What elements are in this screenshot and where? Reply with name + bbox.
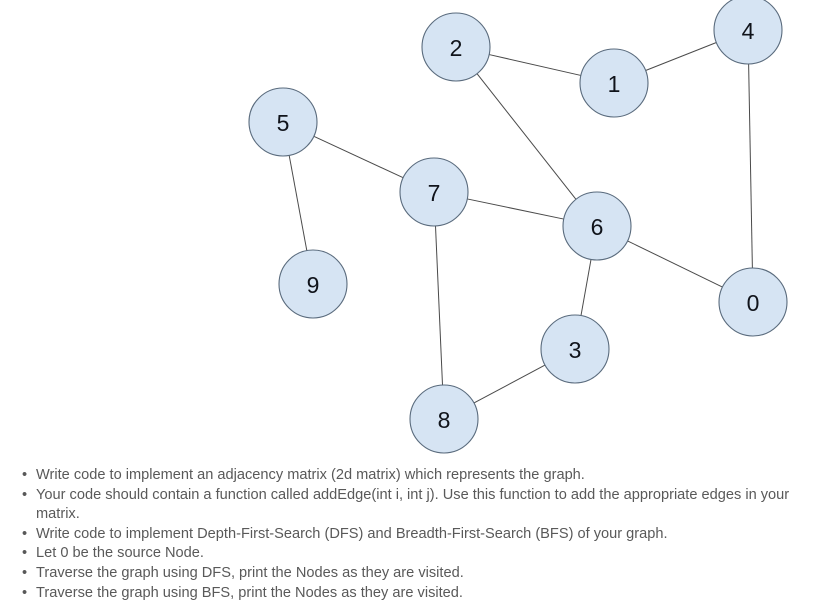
graph-edge-2-6 — [476, 73, 577, 200]
graph-node-label-2: 2 — [450, 35, 463, 61]
graph-node-circle-7[interactable] — [399, 157, 469, 227]
graph-node-8[interactable]: 8 — [409, 384, 479, 454]
graph-node-circle-8[interactable] — [409, 384, 479, 454]
graph-node-circle-4[interactable] — [713, 0, 783, 65]
instruction-item: Write code to implement Depth-First-Sear… — [22, 525, 796, 545]
graph-node-label-1: 1 — [608, 71, 621, 97]
graph-canvas: 0 1 2 3 4 5 6 7 8 9 — [248, 0, 788, 454]
graph-node-3[interactable]: 3 — [540, 314, 610, 384]
graph-node-circle-2[interactable] — [421, 12, 491, 82]
graph-node-2[interactable]: 2 — [421, 12, 491, 82]
graph-node-label-5: 5 — [277, 110, 290, 136]
graph-node-circle-1[interactable] — [579, 48, 649, 118]
graph-edge-1-4 — [645, 42, 717, 71]
graph-node-9[interactable]: 9 — [278, 249, 348, 319]
graph-node-label-7: 7 — [428, 180, 441, 206]
graph-edge-5-9 — [288, 155, 308, 251]
graph-edge-6-0 — [627, 240, 723, 288]
graph-edge-7-6 — [467, 198, 564, 220]
graph-edges-layer — [288, 42, 753, 404]
instructions-section: Write code to implement an adjacency mat… — [0, 466, 839, 603]
instruction-item: Traverse the graph using BFS, print the … — [22, 584, 796, 604]
graph-node-4[interactable]: 4 — [713, 0, 783, 65]
graph-edge-6-3 — [580, 259, 592, 316]
graph-edge-3-8 — [473, 364, 546, 404]
graph-node-5[interactable]: 5 — [248, 87, 318, 157]
graph-node-label-6: 6 — [591, 214, 604, 240]
graph-edge-2-1 — [489, 54, 581, 76]
graph-node-circle-5[interactable] — [248, 87, 318, 157]
instruction-item: Traverse the graph using DFS, print the … — [22, 564, 796, 584]
instruction-bullet-list: Write code to implement an adjacency mat… — [0, 466, 839, 603]
graph-edge-4-0 — [748, 63, 753, 269]
graph-node-circle-9[interactable] — [278, 249, 348, 319]
graph-node-7[interactable]: 7 — [399, 157, 469, 227]
graph-node-6[interactable]: 6 — [562, 191, 632, 261]
graph-node-circle-0[interactable] — [718, 267, 788, 337]
instruction-item: Let 0 be the source Node. — [22, 544, 796, 564]
graph-node-label-3: 3 — [569, 337, 582, 363]
instruction-item: Your code should contain a function call… — [22, 486, 796, 525]
graph-node-label-8: 8 — [438, 407, 451, 433]
graph-nodes-layer: 0 1 2 3 4 5 6 7 8 9 — [248, 0, 788, 454]
graph-node-label-4: 4 — [742, 18, 755, 44]
graph-node-circle-6[interactable] — [562, 191, 632, 261]
instruction-item: Write code to implement an adjacency mat… — [22, 466, 796, 486]
graph-figure: 0 1 2 3 4 5 6 7 8 9 — [248, 0, 788, 454]
graph-edge-5-7 — [313, 135, 404, 179]
graph-node-0[interactable]: 0 — [718, 267, 788, 337]
graph-edge-7-8 — [435, 225, 443, 386]
graph-node-1[interactable]: 1 — [579, 48, 649, 118]
graph-node-circle-3[interactable] — [540, 314, 610, 384]
graph-node-label-0: 0 — [747, 290, 760, 316]
graph-node-label-9: 9 — [307, 272, 320, 298]
